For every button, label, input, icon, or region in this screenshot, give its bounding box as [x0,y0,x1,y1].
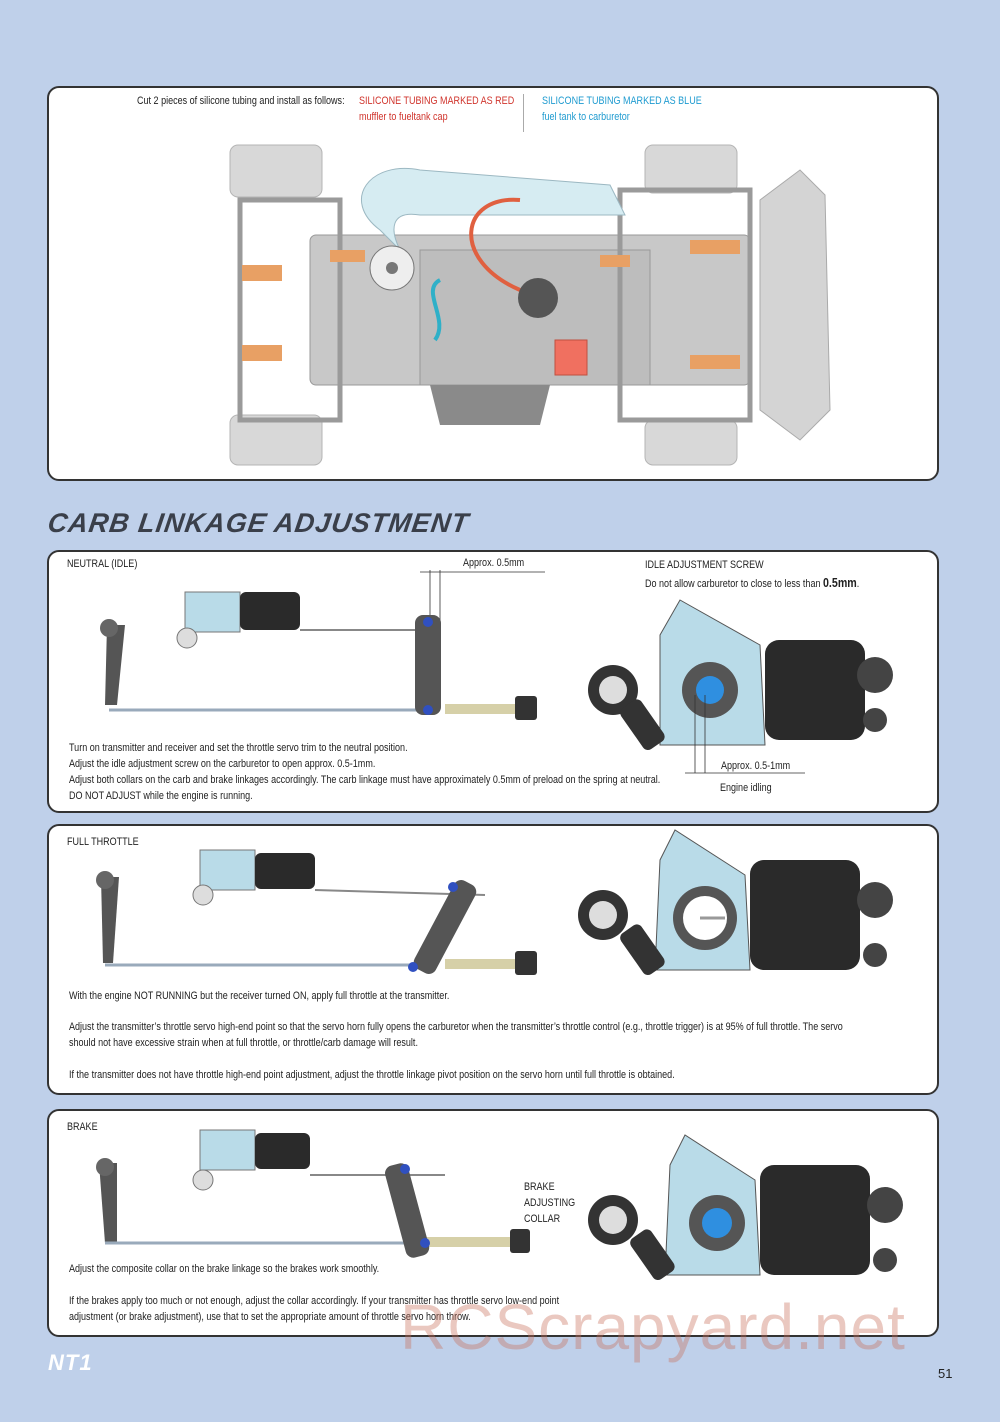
brake-collar-line-3: COLLAR [524,1213,561,1225]
full-throttle-line-2: Adjust the transmitter’s throttle servo … [69,1021,843,1033]
tubing-intro: Cut 2 pieces of silicone tubing and inst… [137,95,345,107]
full-throttle-label: FULL THROTTLE [67,836,139,848]
full-throttle-linkage-drawing [96,849,537,975]
brake-collar-line-1: BRAKE [524,1181,555,1193]
section-heading: CARB LINKAGE ADJUSTMENT [45,508,472,538]
approx-bottom-label: Approx. 0.5-1mm [721,760,791,772]
red-tubing-sub: muffler to fueltank cap [359,111,448,123]
brake-line-3: adjustment (or brake adjustment), use th… [69,1311,471,1323]
blue-tubing-title: SILICONE TUBING MARKED AS BLUE [542,95,702,107]
idle-screw-title: IDLE ADJUSTMENT SCREW [645,559,764,571]
brake-line-2: If the brakes apply too much or not enou… [69,1295,560,1307]
full-throttle-line-3: should not have excessive strain when at… [69,1037,418,1049]
neutral-carb-closeup [588,599,893,774]
neutral-label: NEUTRAL (IDLE) [67,558,138,570]
neutral-line-1: Turn on transmitter and receiver and set… [69,742,408,754]
chassis-illustration [229,144,831,466]
brake-line-1: Adjust the composite collar on the brake… [69,1263,380,1275]
neutral-line-2: Adjust the idle adjustment screw on the … [69,758,376,770]
label-divider [523,94,524,132]
idle-screw-note: Do not allow carburetor to close to less… [645,575,860,590]
approx-top-label: Approx. 0.5mm [463,557,525,569]
brake-carb-closeup [588,1134,903,1281]
full-throttle-carb-closeup [578,829,893,976]
brake-linkage-drawing [96,1129,530,1258]
nt1-logo: NT1 [48,1350,93,1375]
full-throttle-line-1: With the engine NOT RUNNING but the rece… [69,990,450,1002]
watermark: RCScrapyard.net [400,1291,906,1363]
red-tubing-title: SILICONE TUBING MARKED AS RED [359,95,515,107]
brake-collar-line-2: ADJUSTING [524,1197,576,1209]
full-throttle-line-4: If the transmitter does not have throttl… [69,1069,675,1081]
engine-idling-label: Engine idling [720,782,772,794]
neutral-line-4: DO NOT ADJUST while the engine is runnin… [69,790,253,802]
blue-tubing-sub: fuel tank to carburetor [542,111,630,123]
page-number: 51 [938,1366,953,1381]
brake-label: BRAKE [67,1121,98,1133]
neutral-line-3: Adjust both collars on the carb and brak… [69,774,661,786]
neutral-linkage-drawing [100,570,545,720]
